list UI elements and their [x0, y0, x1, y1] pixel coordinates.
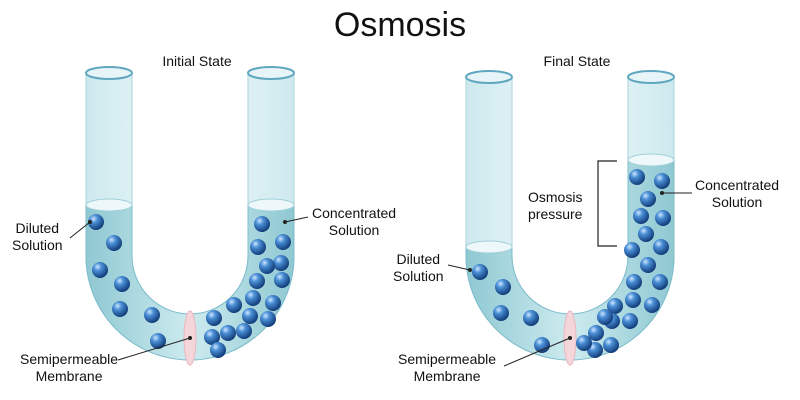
- initial-diluted-label: Diluted Solution: [12, 220, 63, 254]
- final-concentrated-line2: Solution: [711, 194, 763, 210]
- right-liquid-surface: [247, 198, 295, 212]
- solute-particle: [250, 239, 266, 255]
- tube-liquid: [85, 204, 295, 361]
- solute-particle: [640, 257, 656, 273]
- solute-particle: [273, 255, 289, 271]
- solute-particle: [622, 313, 638, 329]
- solute-particle: [236, 323, 252, 339]
- initial-diluted-line2: Solution: [12, 237, 63, 253]
- solute-particle: [607, 298, 623, 314]
- solute-particle: [576, 335, 592, 351]
- final-diluted-line1: Diluted: [396, 251, 441, 267]
- label-pointer-line: [117, 337, 191, 361]
- diagram-title: Osmosis: [333, 6, 467, 44]
- final-membrane-label: Semipermeable Membrane: [398, 351, 496, 385]
- solute-particle: [210, 342, 226, 358]
- solute-particle: [640, 191, 656, 207]
- solute-particle: [654, 173, 670, 189]
- solute-particle: [523, 310, 539, 326]
- final-concentrated-label: Concentrated Solution: [695, 177, 779, 211]
- final-state-label: Final State: [543, 53, 611, 69]
- solute-particle: [534, 337, 550, 353]
- right-tube-rim: [247, 66, 295, 80]
- label-pointer-dot: [283, 220, 287, 224]
- solute-particle: [274, 272, 290, 288]
- label-pointer-line: [69, 221, 91, 239]
- solute-particle: [242, 308, 258, 324]
- osmosis-pressure-label: Osmosis pressure: [528, 189, 582, 223]
- final-membrane-line2: Membrane: [413, 368, 481, 384]
- solute-particle: [265, 295, 281, 311]
- right-tube-rim: [627, 70, 675, 84]
- initial-u-tube: [69, 66, 309, 366]
- solute-particle: [638, 226, 654, 242]
- initial-membrane-label: Semipermeable Membrane: [20, 351, 118, 385]
- initial-concentrated-line1: Concentrated: [312, 205, 397, 221]
- solute-particle: [472, 264, 488, 280]
- solute-particle: [624, 242, 640, 258]
- label-pointer-line: [503, 337, 571, 367]
- solute-particle: [644, 297, 660, 313]
- final-diluted-label: Diluted Solution: [393, 251, 444, 285]
- initial-concentrated-label: Concentrated Solution: [312, 205, 396, 239]
- solute-particle: [106, 235, 122, 251]
- solute-particle: [655, 210, 671, 226]
- osmosis-pressure-line1: Osmosis: [528, 189, 583, 205]
- solute-particle: [495, 279, 511, 295]
- initial-membrane-line1: Semipermeable: [20, 351, 119, 367]
- solute-particle: [92, 262, 108, 278]
- solute-particle: [275, 234, 291, 250]
- solute-particle: [245, 290, 261, 306]
- left-tube-rim: [465, 70, 513, 84]
- solute-particle: [144, 307, 160, 323]
- initial-state-label: Initial State: [162, 53, 232, 69]
- solute-particle: [653, 239, 669, 255]
- solute-particle: [259, 258, 275, 274]
- initial-membrane-line2: Membrane: [35, 368, 103, 384]
- solute-particle: [220, 325, 236, 341]
- initial-concentrated-line2: Solution: [328, 222, 380, 238]
- solute-particle: [633, 208, 649, 224]
- solute-particle: [493, 305, 509, 321]
- initial-diluted-line1: Diluted: [15, 220, 60, 236]
- label-pointer-dot: [88, 220, 92, 224]
- solute-particle: [226, 297, 242, 313]
- label-pointer-dot: [188, 336, 192, 340]
- final-concentrated-line1: Concentrated: [695, 177, 780, 193]
- solute-particle: [626, 274, 642, 290]
- label-pointer-dot: [468, 268, 472, 272]
- left-liquid-surface: [85, 198, 133, 212]
- osmosis-pressure-bracket: [597, 160, 617, 247]
- solute-particle: [597, 309, 613, 325]
- solute-particle: [204, 329, 220, 345]
- solute-particle: [625, 292, 641, 308]
- solute-particle: [249, 273, 265, 289]
- final-membrane-line1: Semipermeable: [398, 351, 497, 367]
- solute-particle: [206, 310, 222, 326]
- final-u-tube: [447, 70, 692, 367]
- solute-particle: [260, 311, 276, 327]
- tube-liquid: [465, 159, 675, 361]
- osmosis-pressure-line2: pressure: [528, 206, 583, 222]
- solute-particle: [629, 169, 645, 185]
- left-tube-rim: [85, 66, 133, 80]
- left-liquid-surface: [465, 240, 513, 254]
- solute-particle: [652, 274, 668, 290]
- solute-particle: [588, 325, 604, 341]
- label-pointer-line: [447, 264, 471, 271]
- solute-particle: [150, 333, 166, 349]
- label-pointer-dot: [568, 336, 572, 340]
- final-diluted-line2: Solution: [393, 268, 444, 284]
- solute-particle: [254, 216, 270, 232]
- solute-particle: [112, 301, 128, 317]
- solute-particle: [88, 214, 104, 230]
- label-pointer-dot: [660, 191, 664, 195]
- label-pointer-line: [284, 216, 309, 223]
- right-liquid-surface: [627, 153, 675, 167]
- solute-particle: [114, 276, 130, 292]
- solute-particle: [603, 337, 619, 353]
